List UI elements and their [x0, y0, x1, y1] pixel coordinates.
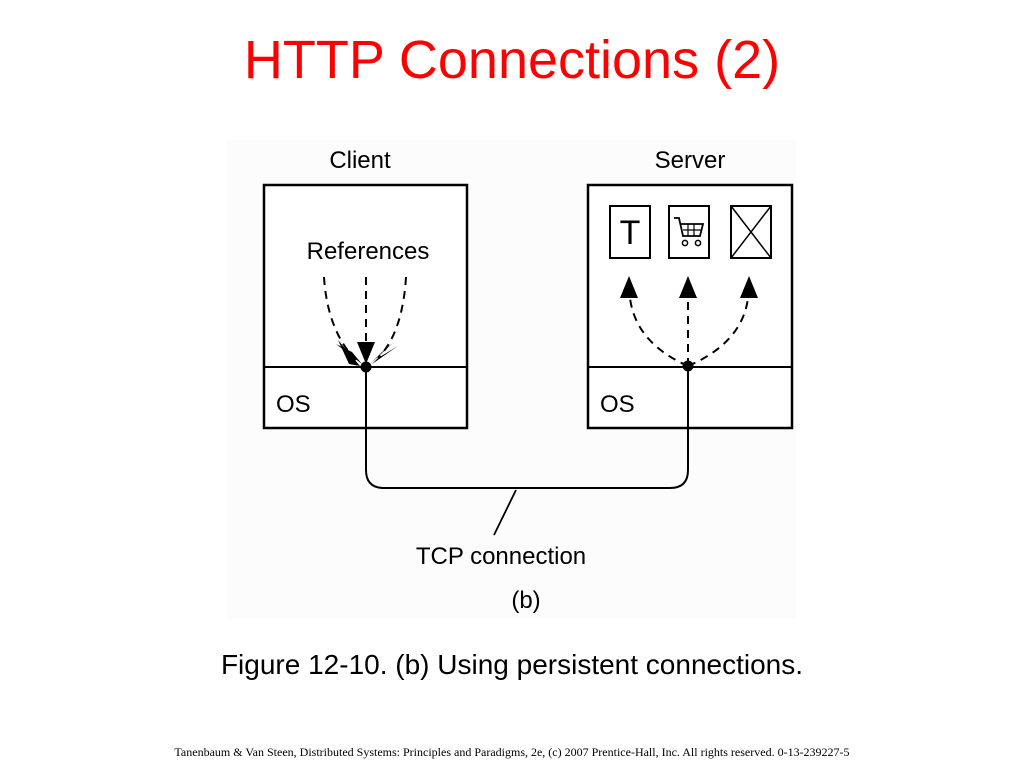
server-arrowhead-right — [740, 276, 758, 298]
figure-caption: Figure 12-10. (b) Using persistent conne… — [220, 649, 804, 680]
client-label: Client — [329, 147, 391, 174]
client-arrowhead-right — [370, 342, 394, 364]
server-os-label: OS — [600, 391, 635, 418]
part-label: (b) — [511, 587, 540, 614]
crossed-image-icon — [730, 205, 772, 259]
client-arrowhead-center — [357, 342, 375, 364]
server-label: Server — [655, 147, 726, 174]
references-label: References — [307, 238, 430, 265]
tcp-connection-leader — [493, 489, 517, 536]
server-reference-arrow-left — [629, 297, 689, 367]
client-arrowhead-left-fill — [336, 344, 362, 364]
server-arrowhead-center — [679, 276, 697, 298]
copyright-footer: Tanenbaum & Van Steen, Distributed Syste… — [174, 745, 850, 759]
client-reference-arrow-left — [323, 276, 357, 361]
client-os-label: OS — [276, 391, 311, 418]
server-reference-arrow-right — [687, 297, 749, 367]
client-arrowhead-right-fill — [372, 346, 398, 364]
shopping-cart-icon — [668, 205, 710, 259]
tcp-connection-label: TCP connection — [416, 543, 586, 570]
tcp-connection-line — [365, 366, 689, 489]
client-reference-arrow-right — [377, 276, 407, 359]
slide-title: HTTP Connections (2) — [243, 30, 781, 90]
server-arrowhead-left — [620, 276, 638, 298]
persistent-connection-diagram: Client OS References Server OS T — [262, 147, 794, 614]
text-document-icon: T — [609, 205, 651, 259]
text-document-glyph: T — [620, 214, 641, 252]
